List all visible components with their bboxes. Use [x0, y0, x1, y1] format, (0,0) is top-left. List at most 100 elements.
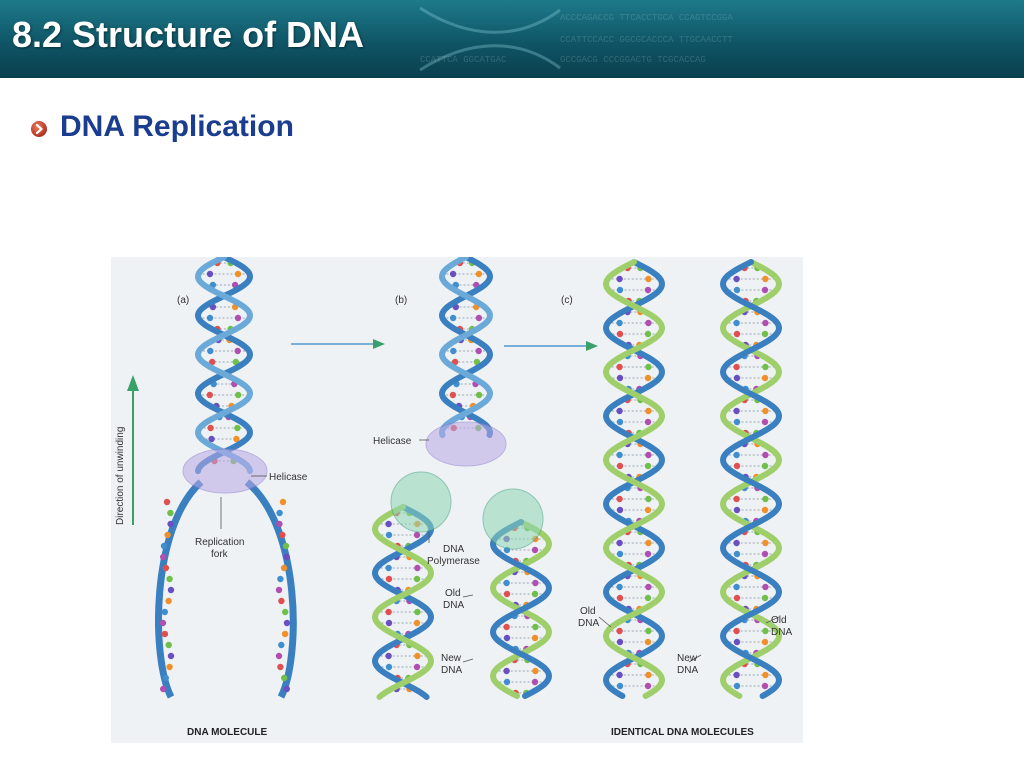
helix-b-left-nucleotide	[414, 564, 421, 572]
helix-c2-nucleotide	[733, 451, 740, 459]
helix-c2-nucleotide	[733, 407, 740, 415]
fork-nucleotide	[166, 575, 173, 583]
helix-c2-nucleotide	[761, 286, 769, 294]
fork-nucleotide	[167, 509, 174, 517]
helix-c2-nucleotide	[733, 627, 740, 635]
helix-b-nucleotide	[449, 314, 457, 322]
helix-c1-nucleotide	[616, 539, 623, 547]
helix-c1-nucleotide	[616, 506, 624, 514]
fork-nucleotide	[283, 553, 290, 561]
helix-b-nucleotide	[475, 347, 482, 355]
dna-polymerase-enzyme-1	[390, 471, 452, 533]
helix-b-left-nucleotide	[385, 575, 393, 583]
helix-c1-nucleotide	[644, 330, 652, 338]
helix-b-right-nucleotide	[503, 623, 510, 631]
fork-nucleotide	[160, 542, 168, 550]
helix-c1-nucleotide	[644, 462, 652, 470]
helix-c1-nucleotide	[645, 407, 652, 415]
helix-b-left-nucleotide	[385, 564, 392, 572]
helix-c1-nucleotide	[645, 671, 652, 679]
new-dna-c-label-2: DNA	[677, 665, 698, 676]
callout-lines	[220, 439, 780, 663]
helix-c1-nucleotide	[616, 638, 624, 646]
helix-c2-nucleotide	[762, 451, 769, 459]
fork-nucleotide	[278, 641, 285, 649]
helix-b	[371, 257, 553, 700]
fork-nucleotide	[160, 685, 167, 693]
helix-c2-nucleotide	[762, 275, 769, 283]
fork-nucleotide	[276, 520, 283, 528]
fork-nucleotide	[162, 564, 170, 572]
helix-c1-nucleotide	[644, 594, 652, 602]
slide-subtitle: DNA Replication	[60, 110, 294, 143]
helix-a	[194, 257, 254, 474]
helix-c2-strand	[719, 259, 783, 699]
fork-nucleotide	[277, 663, 284, 671]
helix-b-nucleotide	[451, 358, 459, 366]
new-dna-c-label-1: New	[677, 653, 698, 664]
step-arrow-2	[504, 341, 598, 351]
helix-c1-nucleotide	[616, 319, 623, 327]
helix-a-nucleotide	[206, 391, 213, 399]
fork-nucleotide	[165, 597, 172, 605]
fork-nucleotide	[167, 586, 175, 594]
fork-nucleotide	[281, 674, 288, 682]
old-dna-b-label-2: DNA	[443, 600, 464, 611]
helix-c2-nucleotide	[761, 594, 769, 602]
helix-c1-nucleotide	[644, 682, 652, 690]
helix-c2-nucleotide	[733, 550, 741, 558]
helix-c1-nucleotide	[644, 550, 652, 558]
helix-a-nucleotide	[207, 347, 214, 355]
panel-c-label: (c)	[561, 295, 573, 306]
figure-canvas: Direction of unwinding (a) (b) (c) Heli	[115, 257, 792, 738]
helix-a-nucleotide	[208, 435, 215, 443]
helix-c1-nucleotide	[616, 550, 624, 558]
helix-b-left-nucleotide	[414, 608, 421, 616]
helix-c1-nucleotide	[616, 594, 624, 602]
dna-polymerase-label-1: DNA	[443, 544, 464, 555]
fork-nucleotide	[165, 641, 172, 649]
fork-nucleotide	[281, 630, 289, 638]
helix-c2-nucleotide	[762, 495, 769, 503]
helix-c1-nucleotide	[644, 418, 652, 426]
helix-c2-nucleotide	[762, 539, 769, 547]
fork-nucleotide	[283, 619, 291, 627]
direction-label: Direction of unwinding	[115, 427, 126, 525]
helix-b-left-strand	[371, 504, 435, 700]
helix-c2-nucleotide	[762, 583, 769, 591]
helix-a-nucleotide	[206, 314, 214, 322]
helicase-a-enzyme	[182, 448, 268, 494]
helix-b-right-strand	[489, 519, 553, 699]
dna-polymerase-enzyme-2	[482, 488, 544, 550]
old-dna-c1-label-2: DNA	[578, 618, 599, 629]
helix-c2-nucleotide	[761, 330, 769, 338]
helix-c2-strand	[719, 259, 783, 699]
fork-nucleotide	[279, 531, 286, 539]
helix-c1-nucleotide	[645, 319, 652, 327]
caption-identical-dna-molecules: IDENTICAL DNA MOLECULES	[611, 727, 754, 738]
fork-nucleotide	[162, 674, 169, 682]
slide-header: ACCCAGACCG TTCACCTGCA CCAGTCCGGA CCATTCC…	[0, 0, 1024, 78]
helix-c2-nucleotide	[761, 506, 769, 514]
helix-b-right-nucleotide	[531, 678, 539, 686]
helix-c1-nucleotide	[616, 330, 624, 338]
helix-b-left-nucleotide	[385, 652, 392, 660]
step-arrow-1	[291, 339, 385, 349]
helix-c2-nucleotide	[733, 330, 741, 338]
fork-nucleotide	[166, 663, 173, 671]
helix-c1-nucleotide	[644, 286, 652, 294]
helix-a-nucleotide	[234, 347, 241, 355]
helix-b-right-nucleotide	[532, 667, 539, 675]
helix-c1-nucleotide	[616, 495, 623, 503]
helix-b-left-nucleotide	[413, 663, 421, 671]
helix-b-strand	[438, 257, 494, 438]
helix-b-nucleotide	[475, 314, 483, 322]
helix-b-left-strand	[371, 504, 435, 700]
helix-c2-nucleotide	[761, 418, 769, 426]
helicase-b-enzyme	[425, 421, 507, 467]
direction-arrow	[127, 375, 139, 525]
helix-b-right-nucleotide	[503, 678, 511, 686]
fork-nucleotide	[282, 608, 289, 616]
fork-nucleotide	[282, 542, 290, 550]
svg-text:CCATTCA GGCATGAC: CCATTCA GGCATGAC	[420, 55, 507, 65]
